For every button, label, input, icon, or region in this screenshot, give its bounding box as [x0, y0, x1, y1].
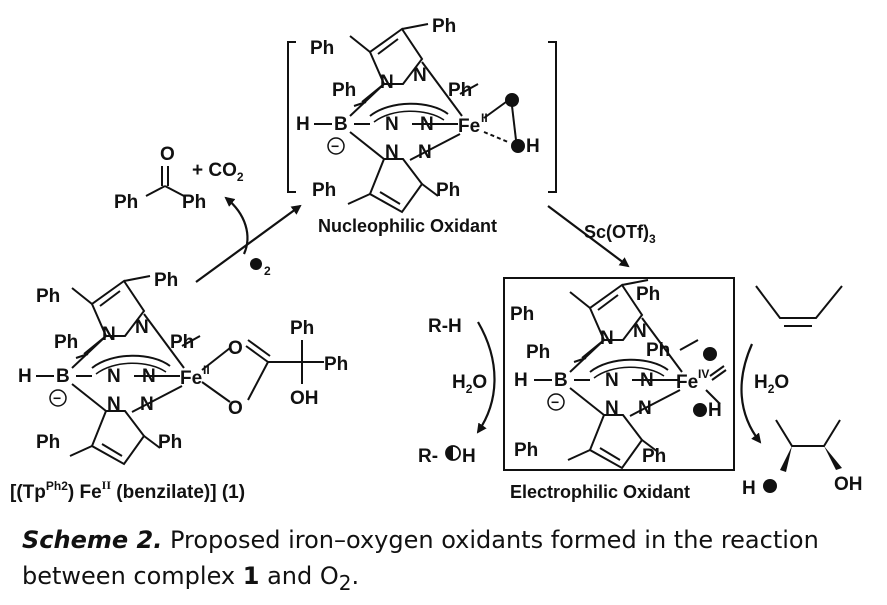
o2-atom-dot	[250, 258, 262, 270]
oxygen-dot	[693, 403, 707, 417]
electrophilic-oxidant: H B N N N N N N Fe IV − Ph Ph Ph Ph Ph P…	[510, 279, 727, 469]
dihydroxylation-arrow	[740, 343, 762, 444]
phenyl-label: Ph	[642, 446, 666, 467]
minus-sign: −	[551, 394, 559, 410]
caption-subscript: 2	[338, 570, 352, 595]
atom-label: H	[742, 478, 756, 499]
oxygen-dot	[763, 479, 777, 493]
atom-label: B	[334, 114, 348, 135]
benzophenone-product: O Ph Ph + CO2	[114, 144, 244, 213]
phenyl-label: Ph	[636, 284, 660, 305]
phenyl-label: Ph	[36, 286, 60, 307]
phenyl-label: Ph	[290, 318, 314, 339]
scheme-caption: Scheme 2. Proposed iron–oxygen oxidants …	[22, 522, 872, 601]
phenyl-label: Ph	[436, 180, 460, 201]
diol-product: H OH	[742, 419, 863, 499]
oxidation-state: IV	[698, 367, 709, 381]
atom-label: N	[385, 114, 399, 135]
phenyl-label: Ph	[514, 440, 538, 461]
hydroxyl-label: OH	[834, 474, 863, 495]
phenyl-label: Ph	[526, 342, 550, 363]
phenyl-label: Ph	[432, 16, 456, 37]
atom-label: H	[18, 366, 32, 387]
reaction-arrow-sc	[547, 205, 630, 268]
atom-label: N	[135, 317, 149, 338]
oxygen-dot	[703, 347, 717, 361]
atom-label: N	[102, 324, 116, 345]
nucleophilic-oxidant: H B N N N N N N Fe II − Ph Ph Ph Ph Ph P…	[287, 16, 557, 213]
atom-label: H	[296, 114, 310, 135]
reaction-scheme: H B N N N N N N Fe II − Ph Ph Ph Ph Ph P…	[10, 16, 863, 503]
electrophilic-oxidant-box	[503, 277, 735, 471]
atom-label: O	[228, 338, 243, 359]
minus-sign: −	[331, 138, 339, 154]
phenyl-label: Ph	[182, 192, 206, 213]
atom-label: N	[600, 328, 614, 349]
caption-complex-number: 1	[242, 562, 260, 590]
atom-label: N	[638, 398, 652, 419]
oxygen-dot	[505, 93, 519, 107]
nucleophilic-oxidant-label: Nucleophilic Oxidant	[318, 216, 497, 236]
atom-label: B	[554, 370, 568, 391]
caption-text: Proposed iron–oxygen oxidants formed in …	[22, 526, 819, 590]
phenyl-label: Ph	[646, 340, 670, 361]
phenyl-label: Ph	[54, 332, 78, 353]
product-roh-r: R-	[418, 446, 438, 467]
atom-label: N	[107, 366, 121, 387]
substrate-rh: R-H	[428, 316, 462, 337]
side-arrow-benzophenone	[224, 196, 249, 255]
atom-label: N	[418, 142, 432, 163]
oxidation-state: II	[203, 363, 210, 377]
phenyl-label: Ph	[114, 192, 138, 213]
sc-reagent-label: Sc(OTf)3	[584, 222, 656, 246]
phenyl-label: Ph	[36, 432, 60, 453]
atom-label: N	[605, 398, 619, 419]
atom-label: N	[605, 370, 619, 391]
product-roh: R- H	[418, 445, 476, 467]
atom-label: Fe	[458, 116, 480, 137]
atom-label: N	[380, 72, 394, 93]
caption-label: Scheme 2.	[22, 526, 163, 554]
complex-1: H B N N N N N N Fe II − Ph Ph Ph Ph Ph P…	[18, 270, 348, 465]
atom-label: B	[56, 366, 70, 387]
atom-label: Fe	[180, 368, 202, 389]
phenyl-label: Ph	[312, 180, 336, 201]
water-label-right: H2O	[754, 372, 789, 396]
phenyl-label: Ph	[158, 432, 182, 453]
atom-label: N	[633, 321, 647, 342]
phenyl-label: Ph	[510, 304, 534, 325]
atom-label: N	[140, 394, 154, 415]
atom-label: Fe	[676, 372, 698, 393]
atom-label: O	[228, 398, 243, 419]
co2-label: + CO2	[192, 160, 244, 184]
atom-label: N	[107, 394, 121, 415]
phenyl-label: Ph	[154, 270, 178, 291]
cis-2-butene	[755, 285, 843, 327]
hydroxylation-arrow	[476, 321, 496, 434]
atom-label: H	[708, 400, 722, 421]
atom-label: H	[514, 370, 528, 391]
caption-text-end: and O	[259, 562, 339, 590]
hydroxyl-label: OH	[290, 388, 319, 409]
atom-label: O	[160, 144, 175, 165]
atom-label: N	[640, 370, 654, 391]
atom-label: N	[385, 142, 399, 163]
electrophilic-oxidant-label: Electrophilic Oxidant	[510, 482, 690, 502]
phenyl-label: Ph	[332, 80, 356, 101]
phenyl-label: Ph	[448, 80, 472, 101]
atom-label: N	[420, 114, 434, 135]
caption-period: .	[351, 562, 360, 590]
atom-label: H	[526, 136, 540, 157]
atom-label: N	[142, 366, 156, 387]
phenyl-label: Ph	[170, 332, 194, 353]
o2-subscript: 2	[264, 264, 271, 278]
minus-sign: −	[53, 390, 61, 406]
phenyl-label: Ph	[324, 354, 348, 375]
water-label-left: H2O	[452, 372, 487, 396]
complex-1-label: [(TpPh2) FeII (benzilate)] (1)	[10, 478, 245, 503]
oxygen-dot	[511, 139, 525, 153]
atom-label: N	[413, 65, 427, 86]
phenyl-label: Ph	[310, 38, 334, 59]
product-roh-h: H	[462, 446, 476, 467]
